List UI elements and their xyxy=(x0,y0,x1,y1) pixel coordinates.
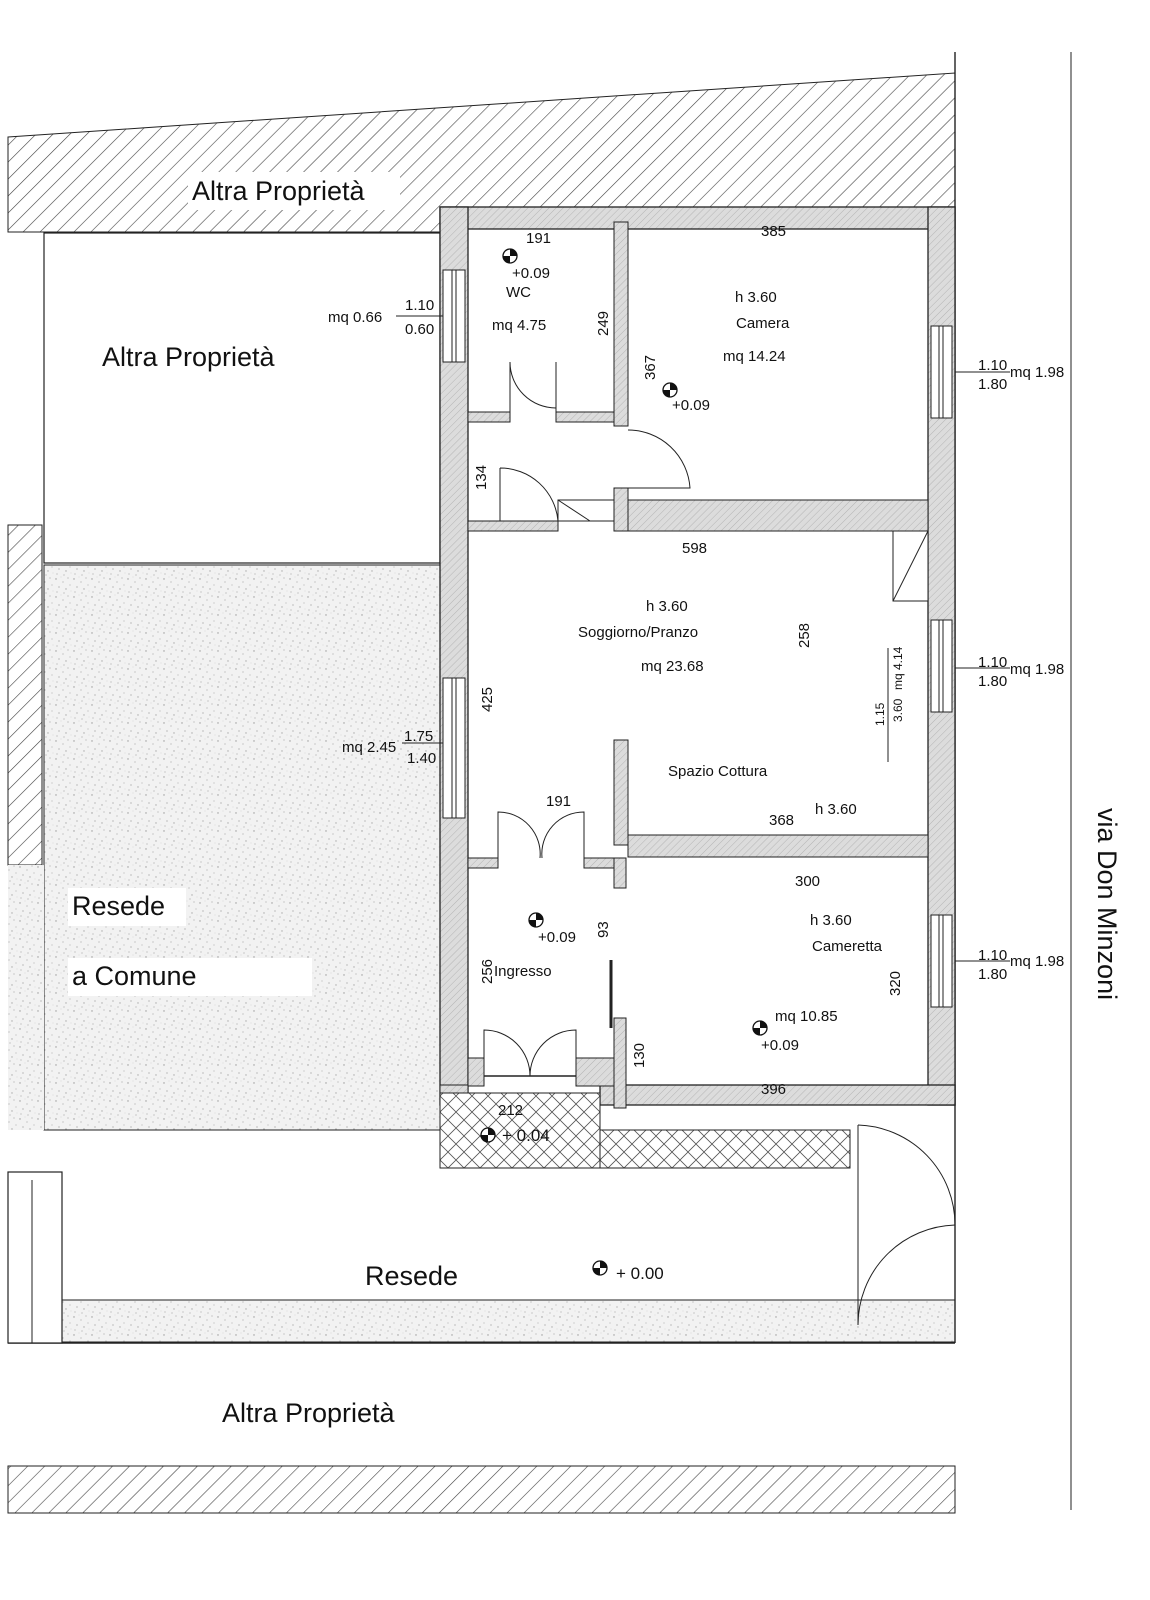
living-east-window-area: mq 1.98 xyxy=(1010,661,1064,678)
living-west-window-h: 1.40 xyxy=(407,750,436,767)
camera-depth: 367 xyxy=(642,355,659,380)
kitchen-window-area: mq 4.14 xyxy=(891,646,905,690)
step-level: + 0.04 xyxy=(502,1126,550,1145)
entry-depth: 256 xyxy=(479,959,496,984)
camera-window-w: 1.10 xyxy=(978,357,1007,374)
shared-courtyard-label-2: a Comune xyxy=(72,961,197,991)
living-area: mq 23.68 xyxy=(641,658,704,675)
camera-window-area: mq 1.98 xyxy=(1010,364,1064,381)
resede-level: + 0.00 xyxy=(616,1264,664,1283)
small-bedroom-depth: 320 xyxy=(887,971,904,996)
living-west-window-w: 1.75 xyxy=(404,728,433,745)
kitchen-window-h: 3.60 xyxy=(891,698,905,722)
wc-window-area: mq 0.66 xyxy=(328,309,382,326)
level-marker-camera xyxy=(662,382,678,398)
step-width: 212 xyxy=(498,1102,523,1119)
living-east-window-h: 1.80 xyxy=(978,673,1007,690)
camera-window-h: 1.80 xyxy=(978,376,1007,393)
level-markers xyxy=(480,248,768,1276)
living-west-window-area: mq 2.45 xyxy=(342,739,396,756)
living-name: Soggiorno/Pranzo xyxy=(578,624,698,641)
wc-window-w: 1.10 xyxy=(405,297,434,314)
entry-name: Ingresso xyxy=(494,963,552,980)
left-boundary-hatch xyxy=(7,524,43,866)
shared-courtyard-label-1: Resede xyxy=(72,891,165,921)
doors xyxy=(483,361,956,1326)
wc-level: +0.09 xyxy=(512,265,550,282)
shared-courtyard-left xyxy=(8,865,44,1130)
small-bedroom-window-h: 1.80 xyxy=(978,966,1007,983)
living-width: 598 xyxy=(682,540,707,557)
small-bedroom-width: 300 xyxy=(795,873,820,890)
kitchen-height: h 3.60 xyxy=(815,801,857,818)
neighbor-label-left: Altra Proprietà xyxy=(102,342,276,372)
wc-window-h: 0.60 xyxy=(405,321,434,338)
wc-depth: 249 xyxy=(595,311,612,336)
resede-gravel-strip xyxy=(61,1299,956,1343)
left-neighbor-box xyxy=(43,232,441,564)
left-gate-posts xyxy=(7,1171,63,1344)
bottom-neighbor-hatch xyxy=(7,1465,956,1514)
wc-area: mq 4.75 xyxy=(492,317,546,334)
camera-name: Camera xyxy=(736,315,790,332)
entry-step xyxy=(439,1092,601,1169)
living-height: h 3.60 xyxy=(646,598,688,615)
level-marker-resede xyxy=(592,1260,608,1276)
entry-opening: 93 xyxy=(595,921,612,938)
kitchen-name: Spazio Cottura xyxy=(668,763,768,780)
street-label: via Don Minzoni xyxy=(1092,808,1122,1000)
small-bedroom-window-w: 1.10 xyxy=(978,947,1007,964)
small-bedroom-depth-2: 130 xyxy=(631,1043,648,1068)
neighbor-label-top: Altra Proprietà xyxy=(192,176,366,206)
small-bedroom-name: Cameretta xyxy=(812,938,883,955)
living-depth-2: 258 xyxy=(796,623,813,648)
shared-courtyard xyxy=(43,564,441,1131)
kitchen-window-w: 1.15 xyxy=(873,702,887,726)
living-east-window-w: 1.10 xyxy=(978,654,1007,671)
entry-door-width: 191 xyxy=(546,793,571,810)
small-bedroom-window-area: mq 1.98 xyxy=(1010,953,1064,970)
kitchen-width: 368 xyxy=(769,812,794,829)
window-leaders xyxy=(396,315,1010,962)
camera-level: +0.09 xyxy=(672,397,710,414)
small-bedroom-level: +0.09 xyxy=(761,1037,799,1054)
living-depth: 425 xyxy=(479,687,496,712)
resede-label: Resede xyxy=(365,1261,458,1291)
small-bedroom-width-2: 396 xyxy=(761,1081,786,1098)
camera-area: mq 14.24 xyxy=(723,348,786,365)
camera-width: 385 xyxy=(761,223,786,240)
entry-level: +0.09 xyxy=(538,929,576,946)
camera-height: h 3.60 xyxy=(735,289,777,306)
hall-depth: 134 xyxy=(473,465,490,490)
porch-strip xyxy=(599,1129,851,1169)
neighbor-label-bottom: Altra Proprietà xyxy=(222,1398,396,1428)
windows xyxy=(442,269,953,1008)
wc-width: 191 xyxy=(526,230,551,247)
level-marker-step xyxy=(480,1127,496,1143)
small-bedroom-height: h 3.60 xyxy=(810,912,852,929)
wc-name: WC xyxy=(506,284,531,301)
level-marker-cameretta xyxy=(752,1020,768,1036)
level-marker-ingresso xyxy=(528,912,544,928)
level-marker-wc xyxy=(502,248,518,264)
small-bedroom-area: mq 10.85 xyxy=(775,1008,838,1025)
